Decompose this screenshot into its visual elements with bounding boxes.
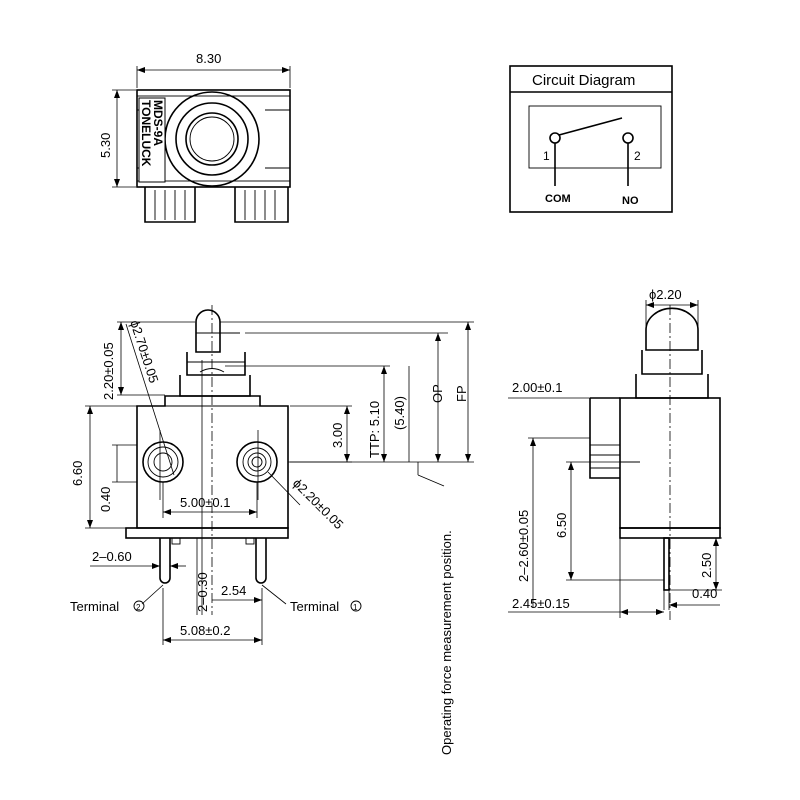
pitch-dim: 2.54 [221,583,246,598]
height-dim: 6.60 [70,461,85,486]
offset-040: 0.40 [98,487,113,512]
top-height-dim: 5.30 [98,133,113,158]
force-note: Operating force measurement position. [439,530,454,755]
circuit-diagram: Circuit Diagram 1 2 COM NO [509,65,673,213]
slot-width-dim: 2.00±0.1 [512,380,563,395]
side-view: ϕ2.20 2.00±0.1 2–2.60±0.05 6.50 [508,287,722,620]
dim-650: 6.50 [554,513,569,538]
top-width-dim: 8.30 [196,51,221,66]
plunger-height-dim: 2.20±0.05 [101,342,116,400]
plunger-dia-dim: ϕ2.20 [649,287,682,302]
op-dim: OP [430,384,445,403]
terminal-right-label: Terminal [290,599,339,614]
top-view: 8.30 5.30 TONELUCK MDS-9A [98,51,291,223]
front-view: 2.20±0.05 ϕ2.70±0.05 6.60 0.40 5.00±0.1 … [70,305,474,755]
hole-dia-left: ϕ2.70±0.05 [127,318,161,384]
ttp-dim: TTP: 5.10 [367,401,382,458]
dim-300: 3.00 [330,423,345,448]
brand-label: TONELUCK [139,100,153,167]
terminal-left-number: 2 [136,603,141,612]
terminal-span-dim: 5.08±0.2 [180,623,231,638]
hole-pos-dim: 2–2.60±0.05 [516,510,531,582]
pin1-label: 1 [543,149,550,163]
model-label: MDS-9A [151,100,165,146]
terminal-right-number: 1 [353,603,358,612]
hole-spacing-dim: 5.00±0.1 [180,495,231,510]
com-label: COM [545,193,571,205]
depth-dim: 2.45±0.15 [512,596,570,611]
terminal-width-dim: 2–0.60 [92,549,132,564]
terminal-left-label: Terminal [70,599,119,614]
pin2-label: 2 [634,149,641,163]
dim-250: 2.50 [699,553,714,578]
circuit-title: Circuit Diagram [532,72,635,89]
dim-540: (5.40) [392,396,407,430]
fp-dim: FP [454,385,469,402]
no-label: NO [622,195,639,207]
dim-040: 0.40 [692,586,717,601]
terminal-thickness-dim: 2–0.30 [195,572,210,612]
